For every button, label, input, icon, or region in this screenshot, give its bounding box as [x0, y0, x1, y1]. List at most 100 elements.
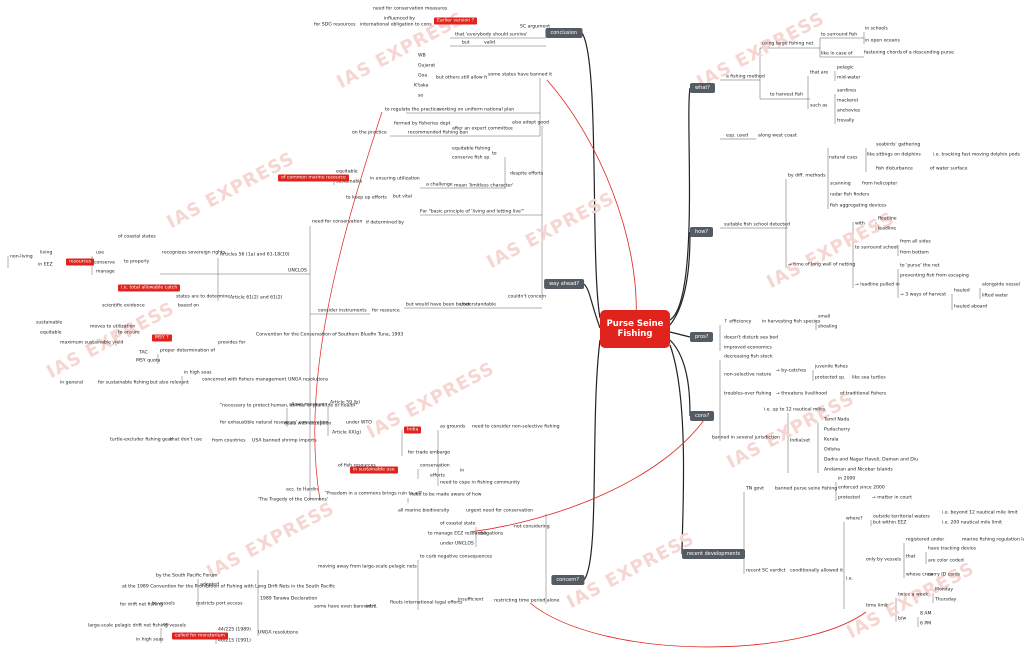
node-label: states are to determine [176, 294, 231, 300]
node-label: TN govt [746, 486, 764, 492]
node-label: to ensure [118, 330, 140, 336]
node-label: conditionally allowed it [790, 568, 844, 574]
node-label: have tracking device [928, 546, 977, 552]
node-label: time limit [866, 603, 888, 609]
node-label: Puducherry [824, 427, 851, 433]
node-label: preventing fish from escaping [900, 273, 969, 279]
node-label: India(set [790, 438, 811, 444]
node-label: to surround fish [821, 32, 858, 38]
node-label: but also relevant [150, 380, 189, 386]
node-label: shoaling [818, 324, 838, 330]
branch-node[interactable]: way ahead? [544, 279, 584, 289]
node-label: equitable [336, 169, 358, 175]
node-label: WB [418, 53, 426, 59]
node-label: Gujarat [418, 63, 436, 69]
node-label: carry ID cards [928, 572, 961, 578]
node-label: enforced since 2000 [838, 485, 885, 491]
node-label: like in case of [821, 51, 853, 57]
root-topic[interactable]: Purse Seine Fishing [600, 310, 670, 348]
node-label: 46/215 (1991) [218, 638, 251, 644]
node-label: but [462, 40, 470, 46]
node-label: non-living [10, 254, 33, 260]
node-label: equitable fishing [452, 146, 491, 152]
node-label: Kerala [824, 437, 839, 443]
node-label: fish aggregating devices [830, 203, 887, 209]
node-label: to 'purse' the net [900, 263, 940, 269]
node-label: use [96, 250, 105, 256]
node-label: of water surface [930, 166, 968, 172]
node-label: using large fishing net [762, 41, 814, 47]
node-label: need for conservation measures [373, 6, 448, 12]
node-label: are color coded [928, 558, 964, 564]
node-label: fastening chords [864, 50, 903, 56]
node-label: registered under [906, 537, 945, 543]
node-label: turtle-excluder fishing gear [110, 437, 173, 443]
node-label: Monday [935, 587, 954, 593]
node-label: in high seas [136, 637, 164, 643]
node-label: need to be made aware of how [410, 492, 482, 498]
node-label: like [867, 152, 875, 158]
node-label: outside territorial waters [873, 514, 930, 520]
highlight-chip: of common marine resource [278, 174, 349, 182]
node-label: restricting time period alone [494, 598, 560, 604]
node-label: Article 59 (b) [330, 400, 361, 406]
node-label: of fish resources [338, 463, 376, 469]
node-label: Andaman and Nicobar Islands [824, 467, 893, 473]
node-label: in high seas [184, 370, 212, 376]
branch-node[interactable]: conclusion [545, 28, 582, 38]
node-label: radar fish finders [830, 192, 870, 198]
node-label: despite efforts [510, 171, 544, 177]
node-label: where? [846, 516, 863, 522]
node-label: under UNCLOS [440, 541, 474, 547]
node-label: in [460, 468, 465, 474]
node-label: for trade embargo [408, 450, 451, 456]
node-label: of traditional fishers [840, 391, 887, 397]
node-label: sustainable [36, 320, 63, 326]
node-label: as grounds [440, 424, 466, 430]
node-label: protected sp. [815, 375, 846, 381]
node-label: a challenge [426, 182, 453, 188]
node-label: trevally [837, 118, 855, 124]
node-label: need to consider non-selective fishing [472, 424, 560, 430]
node-label: in schools [865, 26, 888, 32]
highlight-chip: MSY ? [152, 334, 172, 342]
node-label: India [404, 426, 422, 434]
node-label: valid [484, 40, 496, 46]
node-label: couldn't concern [508, 294, 547, 300]
node-label: such as [810, 103, 828, 109]
node-label: twice a week [898, 592, 928, 598]
node-label: suitable fish school detected [724, 222, 790, 228]
node-label: MSY quota [136, 358, 161, 364]
node-label: in open oceans [865, 38, 900, 44]
node-label: K'taka [414, 83, 429, 89]
node-label: small [818, 314, 831, 320]
branch-node[interactable]: recent developments [682, 549, 746, 559]
node-label: on the practice [352, 130, 387, 136]
node-label: by the South Pacific Forum [156, 573, 218, 579]
node-label: also adopt good [512, 120, 549, 126]
node-label: hauled aboard [954, 304, 988, 310]
branch-node[interactable]: concern? [551, 575, 584, 585]
node-label: to manage EEZ resources [428, 531, 487, 537]
node-label: all marine biodiversity [398, 508, 450, 514]
branch-node[interactable]: how? [690, 227, 713, 237]
branch-node[interactable]: pros? [690, 332, 714, 342]
node-label: 'The Tragedy of the Commons' [258, 497, 329, 503]
node-label: restricts port access [196, 601, 243, 607]
node-label: by diff. methods [788, 173, 826, 179]
node-label: need for conservation [312, 219, 363, 225]
node-label: 6 PM [920, 621, 932, 627]
node-label: acc. to Hardin [286, 487, 319, 493]
node-label: UNGA resolutions [258, 630, 299, 636]
node-label: proper determination of [160, 348, 215, 354]
node-label: provides for [218, 340, 246, 346]
node-label: urgent need for conservation [466, 508, 534, 514]
node-label: flouts international legal efforts [390, 600, 463, 606]
node-label: need to cope in fishing community [440, 480, 520, 486]
node-label: conservation [420, 463, 450, 469]
branch-node[interactable]: cons? [690, 411, 715, 421]
node-label: UNGA resolutions [288, 377, 329, 383]
branch-node[interactable]: what? [690, 83, 715, 93]
node-label: fish disturbance [876, 166, 913, 172]
